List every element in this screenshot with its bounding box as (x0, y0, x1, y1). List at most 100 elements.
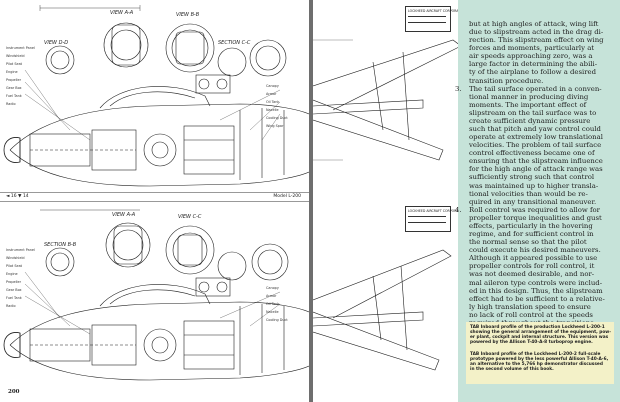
plate-model: Model L-200 (273, 194, 301, 199)
callout-label: Nacelle (266, 310, 279, 314)
text-line: velocities. The problem of tail surface (469, 141, 602, 150)
left-technical-drawings (3, 5, 309, 381)
text-line: could execute his desired maneuvers. (469, 246, 601, 255)
callout-label: Gear Box (6, 86, 22, 90)
text-line: er plant, cockpit and internal structure… (470, 335, 609, 341)
view-label: VIEW A-A (110, 10, 134, 16)
text-line: control effectiveness became one of (469, 149, 595, 158)
text-line: TAB Inboard profile of the production Lo… (470, 325, 605, 330)
callout-label: Engine (6, 272, 18, 276)
callout-label: Armor (266, 294, 277, 298)
top-inboard-profile (3, 5, 309, 187)
text-line: was maintained up to higher transla- (469, 181, 599, 190)
text-line: forces and moments, particularly at (469, 44, 595, 53)
callout-label: Gear Box (6, 288, 22, 292)
text-line: moments. The important effect of (469, 100, 587, 109)
article-intro-paragraph: but at high angles of attack, wing lift … (469, 20, 612, 85)
callout-label: Wing Spar (266, 124, 284, 128)
callout-label: Oil Tank (266, 302, 280, 306)
text-line: rection. This slipstream effect on wing (469, 36, 604, 45)
callout-label: Oil Tank (266, 100, 280, 104)
callout-label: Instrument Panel (6, 46, 35, 50)
callout-label: Nacelle (266, 108, 279, 112)
text-line: large factor in determining the abili- (469, 60, 598, 69)
text-line: Although it appeared possible to use (469, 254, 598, 263)
text-line: ly high translation speed to ensure (469, 302, 591, 311)
callout-label: Windshield (6, 256, 25, 260)
callout-label: Canopy (266, 84, 279, 88)
text-line: ensuring that the slipstream influence (469, 157, 603, 166)
callout-label: Engine (6, 70, 18, 74)
view-label: VIEW B-B (176, 12, 200, 18)
text-line: quired in any transitional maneuver. (469, 197, 597, 206)
text-line: prototype powered by the less powerful A… (470, 357, 609, 363)
callout-label: Cooling Duct (266, 116, 288, 120)
text-line: tional velocities than would be re- (469, 189, 588, 198)
text-line: The tail surface operated in a conven- (469, 84, 602, 93)
text-line: effect had to be sufficient to a relativ… (469, 294, 605, 303)
text-line: regime, and for sufficient control in (469, 230, 594, 239)
text-line: operate at extremely low translational (469, 133, 603, 142)
text-line: powered by the Allison T-40-A-8 turbopro… (470, 340, 593, 346)
view-label: VIEW D-D (44, 40, 69, 46)
text-line: ed in this design. Thus, the slipstream (469, 286, 603, 295)
text-line: due to slipstream acted in the drag di- (469, 28, 604, 37)
plate-divider-strip: ◄ 16 ▼ 14 Model L-200 (0, 192, 309, 202)
callout-label: Cooling Duct (266, 318, 288, 322)
bottom-tail-section (313, 249, 452, 371)
numbered-item: 3. The tail surface operated in a conven… (455, 85, 612, 206)
callout-label: Fuel Tank (6, 296, 22, 300)
item-number: 4. (455, 205, 462, 214)
stamp-text: LOCKHEED AIRCRAFT CORPORATION (408, 209, 466, 213)
numbered-item: 4. Roll control was required to allow fo… (455, 206, 612, 327)
callout-label: Pilot Seat (6, 264, 22, 268)
view-label: SECTION B-B (44, 242, 77, 248)
text-line: in the second volume of this book. (470, 367, 554, 373)
text-line: propeller torque inequalities and gust (469, 213, 602, 222)
text-line: was not deemed desirable, and nor- (469, 270, 595, 279)
callout-label: Instrument Panel (6, 248, 35, 252)
view-label: SECTION C-C (218, 40, 251, 46)
title-block-stamp: LOCKHEED AIRCRAFT CORPORATION (405, 6, 466, 32)
view-label: VIEW C-C (178, 214, 202, 220)
callout-label: Armor (266, 92, 277, 96)
plate-marker: ◄ 16 ▼ 14 (6, 194, 29, 199)
text-line: mal aileron type controls were includ- (469, 278, 603, 287)
text-line: Roll control was required to allow for (469, 205, 600, 214)
page-number-left: 200 (8, 389, 20, 395)
callout-label: Pilot Seat (6, 62, 22, 66)
view-label: VIEW A-A (112, 212, 136, 218)
stamp-text: LOCKHEED AIRCRAFT CORPORATION (408, 9, 466, 13)
text-line: showing the general arrangement of the e… (470, 330, 612, 336)
text-line: no lack of roll control at the speeds (469, 310, 593, 319)
text-line: air speeds approaching zero, was a (469, 52, 593, 61)
text-line: create sufficient dynamic pressure (469, 116, 591, 125)
bottom-inboard-profile (3, 209, 309, 381)
article-body: but at high angles of attack, wing lift … (455, 20, 612, 327)
callout-label: Canopy (266, 286, 279, 290)
text-line: transition procedure. (469, 76, 544, 85)
text-line: slipstream on the tail surface was to (469, 108, 597, 117)
text-line: an alternative to the 5,766 hp demonstra… (470, 362, 603, 368)
title-block-stamp: LOCKHEED AIRCRAFT CORPORATION (405, 206, 466, 232)
right-technical-drawings (313, 39, 462, 371)
top-tail-section (313, 39, 462, 161)
text-line: ty of the airplane to follow a desired (469, 68, 597, 77)
callout-label: Radio (6, 102, 16, 106)
callout-label: Fuel Tank (6, 94, 22, 98)
item-number: 3. (455, 84, 462, 93)
text-line: sufficiently strong such that control (469, 173, 595, 182)
callout-label: Propeller (6, 78, 21, 82)
callout-label: Windshield (6, 54, 25, 58)
text-line: but at high angles of attack, wing lift (469, 20, 599, 28)
callout-label: Radio (6, 304, 16, 308)
text-line: for the high angle of attack range was (469, 165, 603, 174)
text-line: effects, particularly in the hovering (469, 221, 593, 230)
text-line: TAB Inboard profile of the Lockheed L-20… (470, 352, 601, 357)
figure-caption: TAB Inboard profile of the production Lo… (470, 325, 612, 345)
text-line: the normal sense so that the pilot (469, 238, 587, 247)
caption-box (466, 322, 614, 384)
left-page: VIEW A-A VIEW B-B SECTION C-C VIEW D-D I… (0, 0, 309, 402)
text-line: tional manner in producing diving (469, 92, 589, 101)
text-line: propeller controls for roll control, it (469, 262, 595, 271)
